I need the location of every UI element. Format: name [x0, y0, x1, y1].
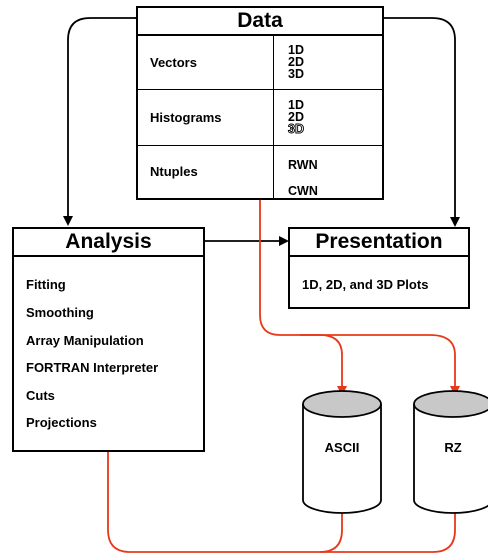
presentation-content: 1D, 2D, and 3D Plots [302, 277, 429, 292]
presentation-box: Presentation 1D, 2D, and 3D Plots [288, 227, 470, 309]
row-items-histograms: 1D 2D 3D [288, 98, 305, 136]
row-label-histograms: Histograms [150, 110, 222, 125]
item-1d: 1D [288, 98, 304, 112]
data-row-vectors: Vectors 1D 2D 3D [138, 36, 382, 90]
rz-cylinder [413, 390, 488, 514]
row-label-vectors: Vectors [150, 55, 197, 70]
item-cwn: CWN [288, 184, 318, 198]
data-row-ntuples: Ntuples RWN CWN [138, 146, 382, 198]
analysis-title: Analysis [14, 229, 203, 257]
analysis-item-smoothing: Smoothing [26, 305, 94, 320]
ascii-label: ASCII [324, 440, 360, 455]
data-presentation-arrow [384, 17, 460, 227]
data-row-histograms: Histograms 1D 2D 3D [138, 90, 382, 146]
data-title: Data [138, 8, 382, 36]
analysis-item-array-manipulation: Array Manipulation [26, 333, 144, 348]
item-2d: 2D [288, 110, 304, 124]
item-2d: 2D [288, 55, 304, 69]
item-3d-outlined: 3D [288, 122, 305, 136]
presentation-title: Presentation [290, 229, 468, 257]
analysis-item-fitting: Fitting [26, 277, 66, 292]
rz-label: RZ [444, 440, 462, 455]
data-box: Data Vectors 1D 2D 3D Histograms 1D 2D 3… [136, 6, 384, 200]
analysis-item-fortran-interpreter: FORTRAN Interpreter [26, 360, 159, 375]
analysis-box: Analysis Fitting Smoothing Array Manipul… [12, 227, 205, 452]
analysis-item-cuts: Cuts [26, 388, 55, 403]
row-items-vectors: 1D 2D 3D [288, 43, 304, 81]
item-1d: 1D [288, 43, 304, 57]
data-analysis-arrow [63, 13, 144, 226]
data-rz-branch [300, 334, 460, 396]
data-column-divider [273, 36, 274, 198]
item-rwn: RWN [288, 158, 318, 172]
row-items-ntuples: RWN CWN [288, 152, 318, 204]
analysis-storage-arrow [107, 452, 347, 553]
item-3d: 3D [288, 67, 304, 81]
ascii-cylinder [302, 390, 382, 514]
analysis-rz-branch [320, 502, 460, 553]
row-label-ntuples: Ntuples [150, 164, 198, 179]
analysis-item-projections: Projections [26, 415, 97, 430]
